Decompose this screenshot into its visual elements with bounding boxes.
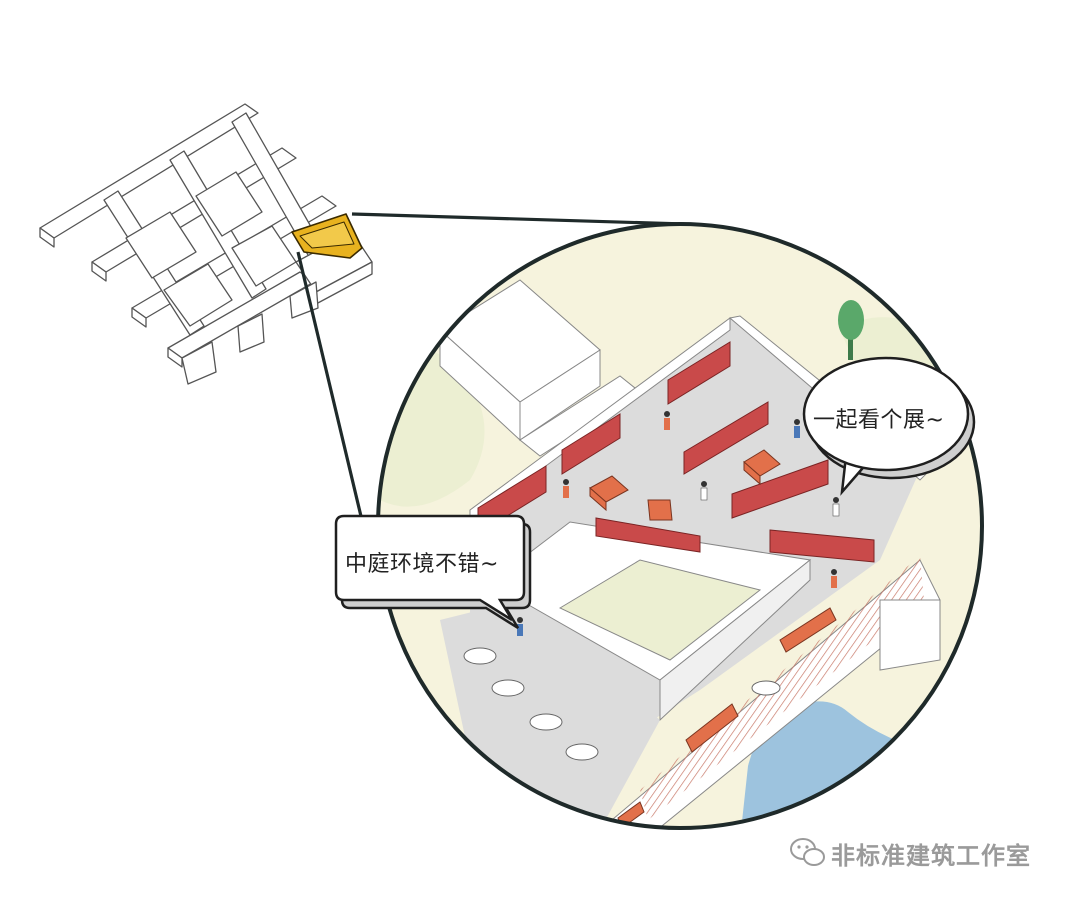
cafe-table	[529, 713, 563, 731]
partition-wall	[595, 517, 701, 553]
visitor	[664, 411, 670, 430]
courtyard-ring-side	[659, 558, 811, 722]
display-box	[647, 499, 673, 521]
visitor	[832, 497, 840, 517]
partition-wall	[731, 459, 829, 519]
courtyard-void	[558, 559, 762, 661]
speech-bubble-right	[802, 356, 976, 496]
overview-bar	[131, 307, 147, 328]
overview-deck	[181, 341, 217, 385]
lower-wall-hatch	[640, 556, 924, 820]
cafe-table	[751, 680, 781, 696]
watermark-icon-space	[787, 838, 823, 868]
overview-bar	[39, 227, 55, 248]
visitor	[563, 479, 569, 498]
speech-bubble-right-text: 一起看个展~	[813, 408, 945, 433]
visitor	[831, 569, 837, 588]
speech-bubble-left-text: 中庭环境不错~	[345, 552, 499, 577]
overview-court	[195, 171, 263, 237]
overview-bar	[167, 347, 183, 368]
overview-bar	[91, 261, 107, 282]
partition-wall	[683, 401, 769, 475]
visitors	[517, 411, 840, 636]
speech-bubble-left	[334, 514, 532, 630]
cafe-table	[463, 647, 497, 665]
building-block	[519, 349, 601, 441]
visitor	[517, 617, 523, 636]
display-box	[743, 460, 761, 486]
partition-wall	[667, 341, 731, 405]
watermark: 非标准建筑工作室	[787, 836, 1031, 870]
tree	[838, 300, 864, 360]
overview-deck	[237, 313, 265, 353]
bench	[779, 607, 837, 653]
partition-wall	[769, 529, 875, 563]
overview-masterplan	[39, 103, 373, 385]
overview-court	[163, 263, 233, 327]
overview-court	[125, 211, 197, 279]
side-block	[879, 599, 941, 671]
watermark-text: 非标准建筑工作室	[831, 841, 1031, 870]
visitor	[700, 481, 708, 501]
cafe-table	[491, 679, 525, 697]
highlighted-block-top	[299, 221, 355, 249]
wechat-icon	[790, 838, 825, 866]
bench	[685, 703, 739, 753]
cafe-table	[565, 743, 599, 761]
partition-wall	[561, 413, 621, 475]
visitor	[794, 419, 800, 438]
display-box	[589, 486, 607, 512]
